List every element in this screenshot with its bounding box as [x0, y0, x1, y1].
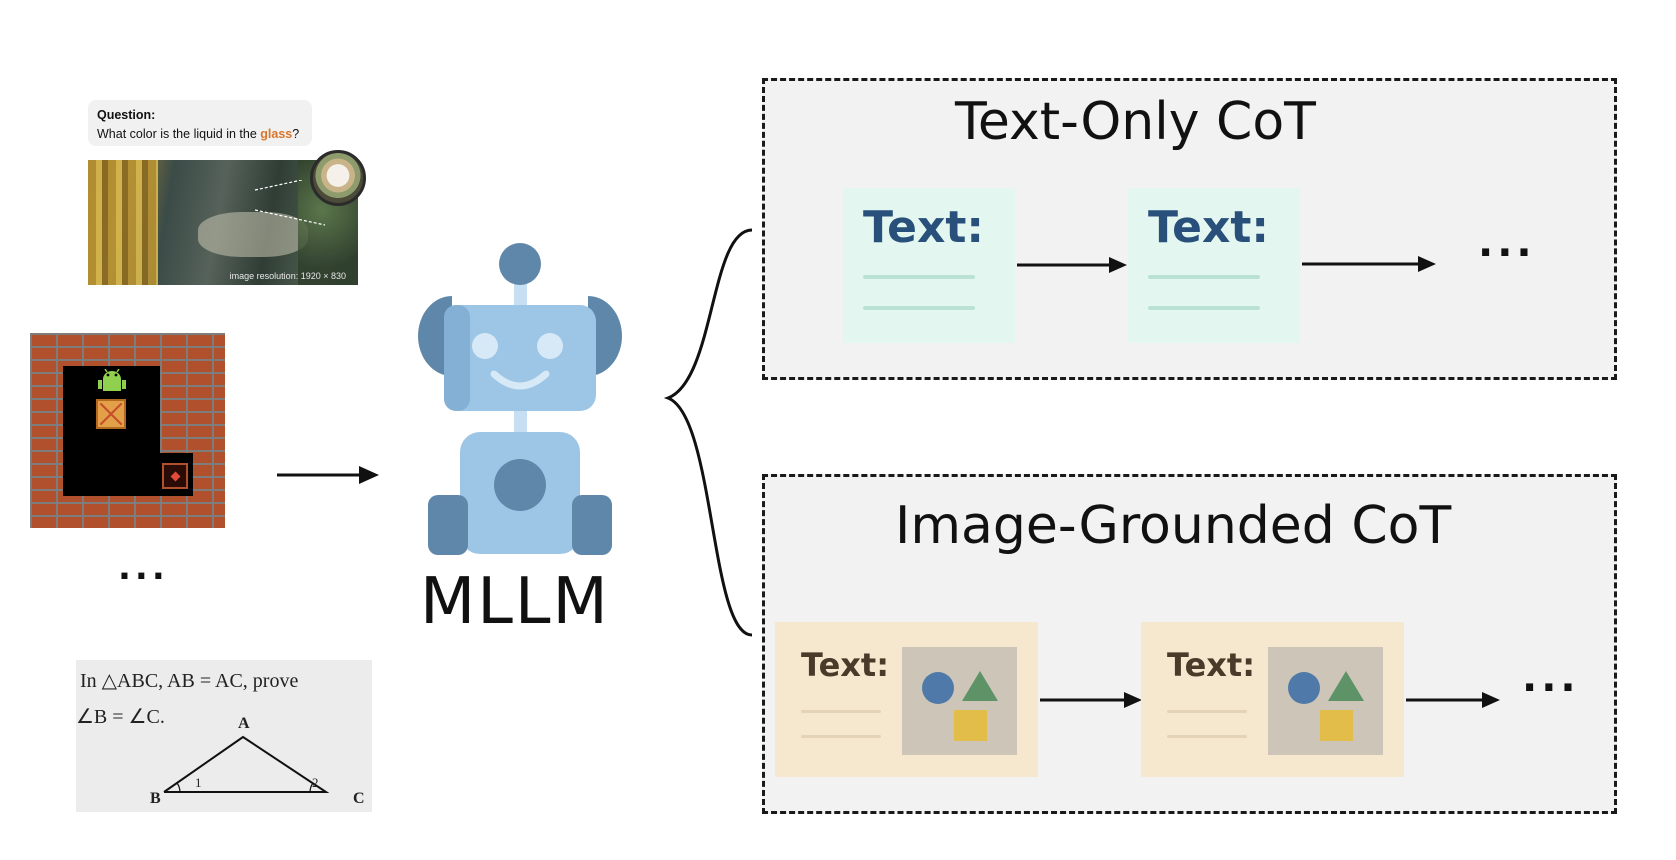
zoom-lens-icon: [310, 150, 366, 206]
android-robot-icon: [98, 369, 126, 391]
image-step-label: Text:: [1167, 646, 1256, 684]
image-thumbnail: [902, 647, 1017, 755]
goal-target: [162, 463, 188, 489]
text-line-placeholder: [1167, 735, 1247, 738]
angle-2-label: 2: [312, 775, 319, 790]
text-line-placeholder: [801, 735, 881, 738]
text-line-placeholder: [863, 275, 975, 279]
curtain-shape: [88, 160, 158, 285]
crate-box: [96, 399, 126, 429]
text-only-ellipsis: ...: [1478, 220, 1536, 266]
sokoban-game-image: [30, 333, 225, 528]
image-step-card-2: Text:: [1141, 622, 1404, 777]
text-step-card-1: Text:: [843, 188, 1015, 343]
geometry-problem-image: In △ABC, AB = AC, prove ∠B = ∠C. A B C 1…: [76, 660, 372, 812]
question-highlight: glass: [260, 127, 293, 141]
image-step-label: Text:: [801, 646, 890, 684]
branch-brace: [663, 228, 753, 637]
text-step-label: Text:: [1148, 202, 1270, 253]
robot-icon: [418, 243, 622, 555]
question-label: Question:: [97, 108, 156, 122]
table-shape: [198, 212, 308, 257]
step-arrow: [1302, 256, 1436, 272]
image-grounded-ellipsis: ...: [1522, 655, 1580, 701]
text-step-card-2: Text:: [1128, 188, 1300, 343]
image-resolution-label: image resolution: 1920 × 830: [229, 271, 346, 281]
step-arrow: [1017, 257, 1127, 273]
zoom-guide-lines: [254, 180, 326, 226]
question-card: Question: What color is the liquid in th…: [88, 100, 312, 146]
shapes-icon: [1288, 671, 1364, 741]
step-arrow: [1040, 692, 1142, 708]
triangle-figure: [163, 735, 330, 793]
geometry-statement: In △ABC, AB = AC, prove: [80, 670, 299, 692]
image-step-card-1: Text:: [775, 622, 1038, 777]
geometry-statement-2: ∠B = ∠C.: [76, 706, 165, 728]
text-line-placeholder: [1148, 306, 1260, 310]
text-line-placeholder: [1148, 275, 1260, 279]
text-line-placeholder: [801, 710, 881, 713]
text-line-placeholder: [1167, 710, 1247, 713]
text-step-label: Text:: [863, 202, 985, 253]
inputs-ellipsis: ...: [118, 548, 169, 588]
image-grounded-cot-title: Image-Grounded CoT: [895, 496, 1452, 556]
shapes-icon: [922, 671, 998, 741]
step-arrow: [1406, 692, 1500, 708]
vertex-b-label: B: [150, 790, 161, 807]
text-only-cot-title: Text-Only CoT: [955, 92, 1316, 152]
text-line-placeholder: [863, 306, 975, 310]
angle-1-label: 1: [195, 775, 202, 790]
question-end: ?: [292, 127, 300, 141]
input-arrow: [277, 466, 379, 484]
image-thumbnail: [1268, 647, 1383, 755]
vertex-c-label: C: [353, 790, 365, 807]
vertex-a-label: A: [238, 715, 250, 732]
question-text: What color is the liquid in the: [97, 127, 261, 141]
mllm-label: MLLM: [420, 565, 610, 639]
